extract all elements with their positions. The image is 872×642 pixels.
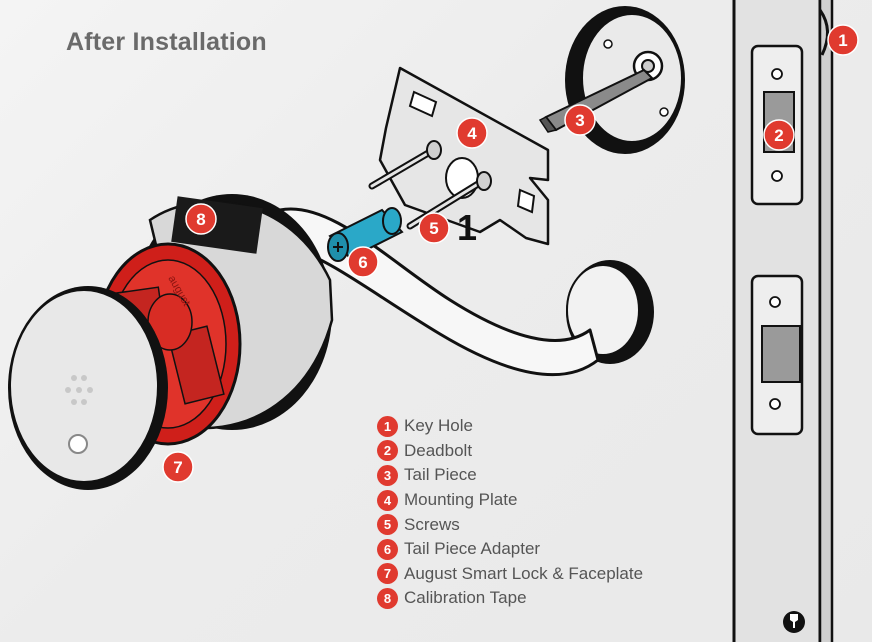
callout-number: 2: [774, 126, 783, 145]
legend-number-badge: 4: [377, 489, 398, 511]
legend-item: 1 Key Hole: [377, 414, 643, 439]
legend-label: Screws: [404, 514, 460, 534]
callout-number: 1: [838, 31, 847, 50]
callout-badge: 8: [185, 203, 217, 235]
legend-label: August Smart Lock & Faceplate: [404, 563, 644, 583]
legend-item: 3 Tail Piece: [377, 463, 643, 488]
page-title: After Installation: [66, 28, 267, 56]
legend-number-badge: 8: [377, 587, 398, 609]
callout-number: 5: [429, 219, 438, 238]
callout-badge: 1: [827, 24, 859, 56]
legend-number-badge: 6: [377, 538, 398, 560]
callout-number: 8: [196, 210, 205, 229]
legend-number-badge: 2: [377, 440, 398, 462]
callout-badge: 3: [564, 104, 596, 136]
callout-number: 3: [575, 111, 584, 130]
legend-number-badge: 5: [377, 514, 398, 536]
latch-strike-plate: [750, 274, 804, 436]
legend-item: 7 August Smart Lock & Faceplate: [377, 562, 643, 587]
legend-number-badge: 1: [377, 415, 398, 437]
callout-badge: 6: [347, 246, 379, 278]
legend-item: 4 Mounting Plate: [377, 488, 643, 513]
legend-label: Mounting Plate: [404, 490, 518, 510]
plate-number-mark: 1: [457, 207, 477, 248]
screw-upper: [368, 140, 442, 190]
august-logo-icon: [783, 611, 805, 633]
legend-item: 2 Deadbolt: [377, 439, 643, 464]
mounting-plate: 1: [378, 66, 550, 248]
legend-item: 6 Tail Piece Adapter: [377, 537, 643, 562]
legend-label: Deadbolt: [404, 440, 473, 460]
callout-badge: 5: [418, 212, 450, 244]
callout-number: 7: [173, 458, 182, 477]
legend-item: 5 Screws: [377, 512, 643, 537]
callout-badge: 4: [456, 117, 488, 149]
legend-label: Tail Piece: [404, 465, 477, 485]
legend-label: Calibration Tape: [404, 588, 527, 608]
legend-label: Key Hole: [404, 416, 473, 436]
legend-number-badge: 3: [377, 464, 398, 486]
legend-item: 8 Calibration Tape: [377, 586, 643, 611]
legend-number-badge: 7: [377, 563, 398, 585]
callout-number: 6: [358, 253, 367, 272]
callout-badge: 2: [763, 119, 795, 151]
faceplate: [8, 286, 168, 490]
tail-piece-adapter: [327, 207, 404, 262]
callout-badge: 7: [162, 451, 194, 483]
callout-number: 4: [467, 124, 477, 143]
legend-label: Tail Piece Adapter: [404, 539, 541, 559]
parts-legend: 1 Key Hole 2 Deadbolt 3 Tail Piece 4 Mountin…: [377, 414, 643, 611]
